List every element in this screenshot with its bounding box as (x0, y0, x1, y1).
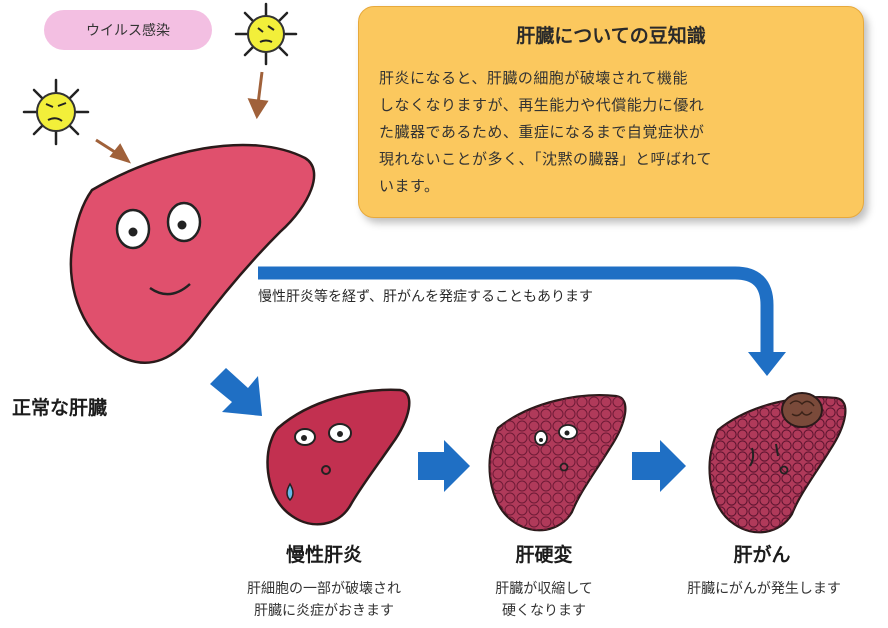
progression-arrow-3 (632, 440, 686, 492)
caption-line: 肝細胞の一部が破壊され (247, 581, 401, 597)
direct-route-note: 慢性肝炎等を経ず、肝がんを発症することもあります (258, 289, 594, 305)
progression-arrow-1 (210, 368, 262, 416)
stage-caption-cancer: 肝臓にがんが発生します (652, 578, 876, 600)
stage-label-hepatitis: 慢性肝炎 (285, 544, 362, 566)
caption-line: 肝臓にがんが発生します (687, 581, 841, 597)
tumor-icon (781, 392, 823, 428)
stage-label-cancer: 肝がん (733, 544, 791, 566)
virus-icon-top (234, 2, 298, 66)
caption-line: 肝臓に炎症がおきます (254, 603, 394, 619)
normal-liver-label: 正常な肝臓 (12, 397, 108, 419)
virus-icon-left (22, 78, 90, 146)
info-box-title: 肝臓についての豆知識 (516, 25, 706, 47)
progression-arrow-2 (418, 440, 470, 492)
info-box-body: 肝炎になると、肝臓の細胞が破壊されて機能 しなくなりますが、再生能力や代償能力に… (379, 65, 845, 200)
stage-label-cirrhosis: 肝硬変 (515, 544, 573, 566)
info-line: います。 (379, 177, 440, 195)
virus-infection-label: ウイルス感染 (44, 10, 212, 50)
infection-arrow-top (247, 71, 269, 120)
cirrhosis-liver (488, 394, 627, 532)
normal-liver (69, 143, 316, 364)
direct-route-arrow (258, 266, 786, 376)
stage-caption-hepatitis: 肝細胞の一部が破壊され 肝臓に炎症がおきます (200, 578, 448, 622)
infection-arrow-left (95, 138, 132, 164)
caption-line: 硬くなります (502, 603, 586, 619)
caption-line: 肝臓が収縮して (495, 581, 593, 597)
info-line: 現れないことが多く、「沈黙の臓器」と呼ばれて (379, 150, 713, 168)
stage-caption-cirrhosis: 肝臓が収縮して 硬くなります (454, 578, 634, 622)
info-line: 肝炎になると、肝臓の細胞が破壊されて機能 (379, 69, 688, 87)
hepatitis-liver (266, 388, 411, 526)
info-box: 肝臓についての豆知識 肝炎になると、肝臓の細胞が破壊されて機能 しなくなりますが… (358, 6, 864, 218)
virus-infection-text: ウイルス感染 (86, 23, 170, 39)
info-line: た臓器であるため、重症になるまで自覚症状が (379, 123, 705, 141)
cancer-liver (708, 392, 847, 534)
info-line: しなくなりますが、再生能力や代償能力に優れ (379, 96, 705, 114)
